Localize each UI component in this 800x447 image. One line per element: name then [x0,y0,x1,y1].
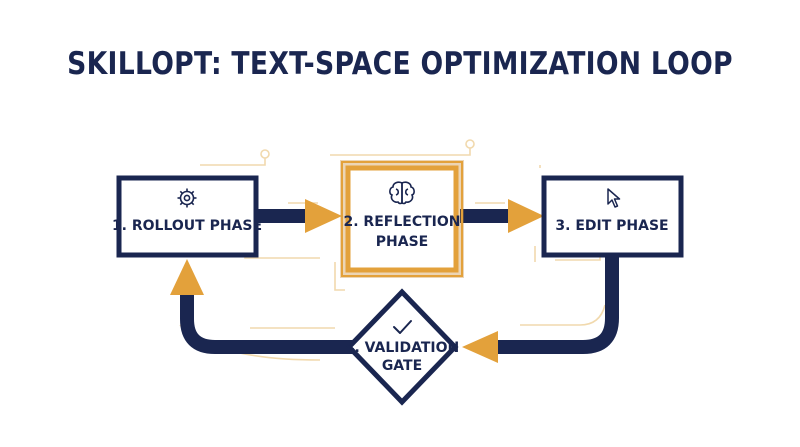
rollout-label: 1. ROLLOUT PHASE [112,218,262,234]
arrow-edit-to-validation [462,256,619,363]
node-rollout-phase: 1. ROLLOUT PHASE [112,175,262,258]
validation-label-line2: GATE [382,358,422,374]
validation-label-line1: 4. VALIDATION [345,340,460,356]
arrow-rollout-to-reflection [257,199,342,233]
reflection-label-line1: 2. REFLECTION [344,214,461,230]
checkmark-icon [393,320,412,334]
gear-icon [177,188,197,208]
brain-icon [389,181,415,205]
node-edit-phase: 3. EDIT PHASE [541,175,684,258]
node-reflection-phase: 2. REFLECTION PHASE [340,160,464,278]
arrow-validation-to-rollout [170,259,354,354]
reflection-label-line2: PHASE [376,234,428,250]
arrow-reflection-to-edit [460,199,544,233]
page-title: SKILLOPT: TEXT-SPACE OPTIMIZATION LOOP [67,46,733,82]
edit-label: 3. EDIT PHASE [555,218,668,234]
cursor-icon [607,188,621,208]
node-validation-gate: 4. VALIDATION GATE [345,288,460,406]
